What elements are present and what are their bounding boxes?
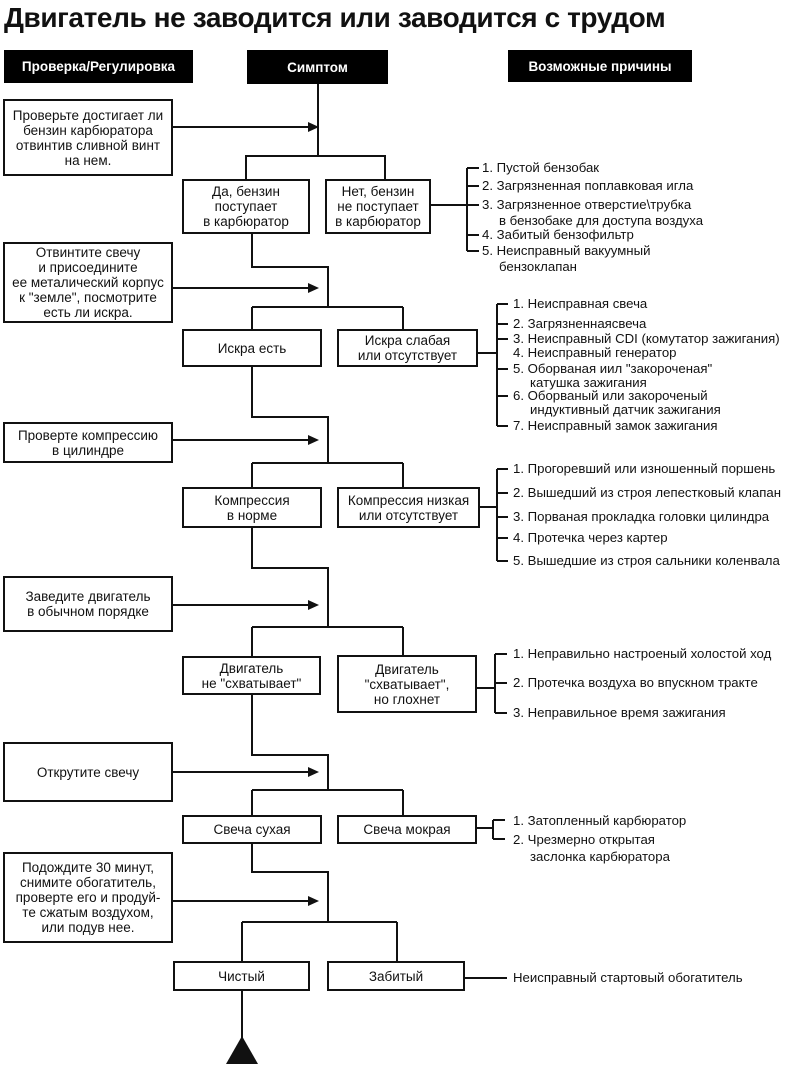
trunk-section-2 (251, 232, 404, 331)
symptom-box-no-catch: Двигатель не "схватывает" (182, 656, 321, 695)
symptom-box-catches-stalls: Двигатель "схватывает", но глохнет (337, 655, 477, 713)
arrowhead-2 (308, 283, 319, 293)
check-box-remove-plug: Открутите свечу (3, 742, 173, 802)
check-box-fuel-reaches-carb: Проверьте достигает ли бензин карбюратор… (3, 99, 173, 176)
cause-item: 3. Неправильное время зажигания (513, 705, 726, 720)
column-header-symptom: Симптом (247, 50, 388, 84)
bracket-1 (430, 167, 479, 252)
cause-item: 2. Чрезмерно открытая заслонка карбюрато… (513, 832, 670, 864)
bracket-2 (473, 303, 508, 427)
cause-item: 2. Вышедший из строя лепестковый клапан (513, 485, 782, 500)
cause-item: 1. Пустой бензобак (482, 160, 600, 175)
cause-item: 4. Неисправный генератор (513, 345, 677, 360)
cause-item: 6. Оборваный или закороченый индуктивный… (513, 388, 721, 417)
symptom-box-fuel-yes: Да, бензин поступает в карбюратор (182, 179, 310, 234)
symptom-box-fuel-no: Нет, бензин не поступает в карбюратор (325, 179, 431, 234)
cause-item: 5. Оборваная иил "закороченая" катушка з… (513, 361, 713, 390)
column-header-check: Проверка/Регулировка (4, 50, 193, 83)
cause-item: 1. Прогоревший или изношенный поршень (513, 461, 776, 476)
cause-item: 7. Неисправный замок зажигания (513, 418, 718, 433)
arrowhead-4 (308, 600, 319, 610)
cause-item: 1. Неисправная свеча (513, 296, 648, 311)
cause-item: 1. Неправильно настроеный холостой ход (513, 646, 772, 661)
cause-item: 2. Загрязненнаясвеча (513, 316, 647, 331)
cause-item: 5. Неисправный вакуумный бензоклапан (482, 243, 651, 274)
symptom-box-spark-weak: Искра слабая или отсутствует (337, 329, 478, 367)
cause-item: 3. Порваная прокладка головки цилиндра (513, 509, 770, 524)
trunk-section-5 (251, 694, 404, 817)
check-box-compression: Проверте компрессию в цилиндре (3, 422, 173, 463)
cause-item: 3. Неисправный CDI (комутатор зажигания) (513, 331, 780, 346)
arrowhead-1 (308, 122, 319, 132)
check-box-start-engine: Заведите двигатель в обычном порядке (3, 576, 173, 632)
symptom-box-compression-ok: Компрессия в норме (182, 487, 322, 528)
trunk-section-3 (251, 366, 404, 488)
cause-item: Неисправный стартовый обогатитель (513, 970, 743, 985)
symptom-box-clogged: Забитый (327, 961, 465, 991)
symptom-box-compression-low: Компрессия низкая или отсутствует (337, 487, 480, 528)
column-header-causes: Возможные причины (508, 50, 692, 82)
bracket-3 (473, 468, 508, 562)
trunk-section-1 (245, 84, 386, 180)
bracket-4 (473, 653, 507, 714)
cause-item: 2. Протечка воздуха во впускном тракте (513, 675, 758, 690)
check-box-enricher: Подождите 30 минут, снимите обогатитель,… (3, 852, 173, 943)
cause-item: 1. Затопленный карбюратор (513, 813, 687, 828)
symptom-box-plug-dry: Свеча сухая (182, 815, 322, 844)
page-title: Двигатель не заводится или заводится с т… (4, 2, 666, 33)
bracket-5 (477, 819, 505, 840)
symptom-box-spark-ok: Искра есть (182, 329, 322, 367)
arrowhead-3 (308, 435, 319, 445)
arrowhead-5 (308, 767, 319, 777)
cause-item: 4. Забитый бензофильтр (482, 227, 634, 242)
trunk-section-6 (241, 842, 398, 963)
symptom-box-plug-wet: Свеча мокрая (337, 815, 477, 844)
cause-item: 2. Загрязненная поплавковая игла (482, 178, 694, 193)
cause-item: 4. Протечка через картер (513, 530, 668, 545)
cause-item: 5. Вышедшие из строя сальники коленвала (513, 553, 780, 568)
check-box-spark-test: Отвинтите свечу и присоедините ее метали… (3, 242, 173, 323)
continuation-triangle-icon (226, 1036, 258, 1064)
cause-item: 3. Загрязненное отверстие\трубка в бензо… (482, 197, 704, 228)
trunk-section-4 (251, 526, 404, 658)
arrowhead-6 (308, 896, 319, 906)
symptom-box-clean: Чистый (173, 961, 310, 991)
